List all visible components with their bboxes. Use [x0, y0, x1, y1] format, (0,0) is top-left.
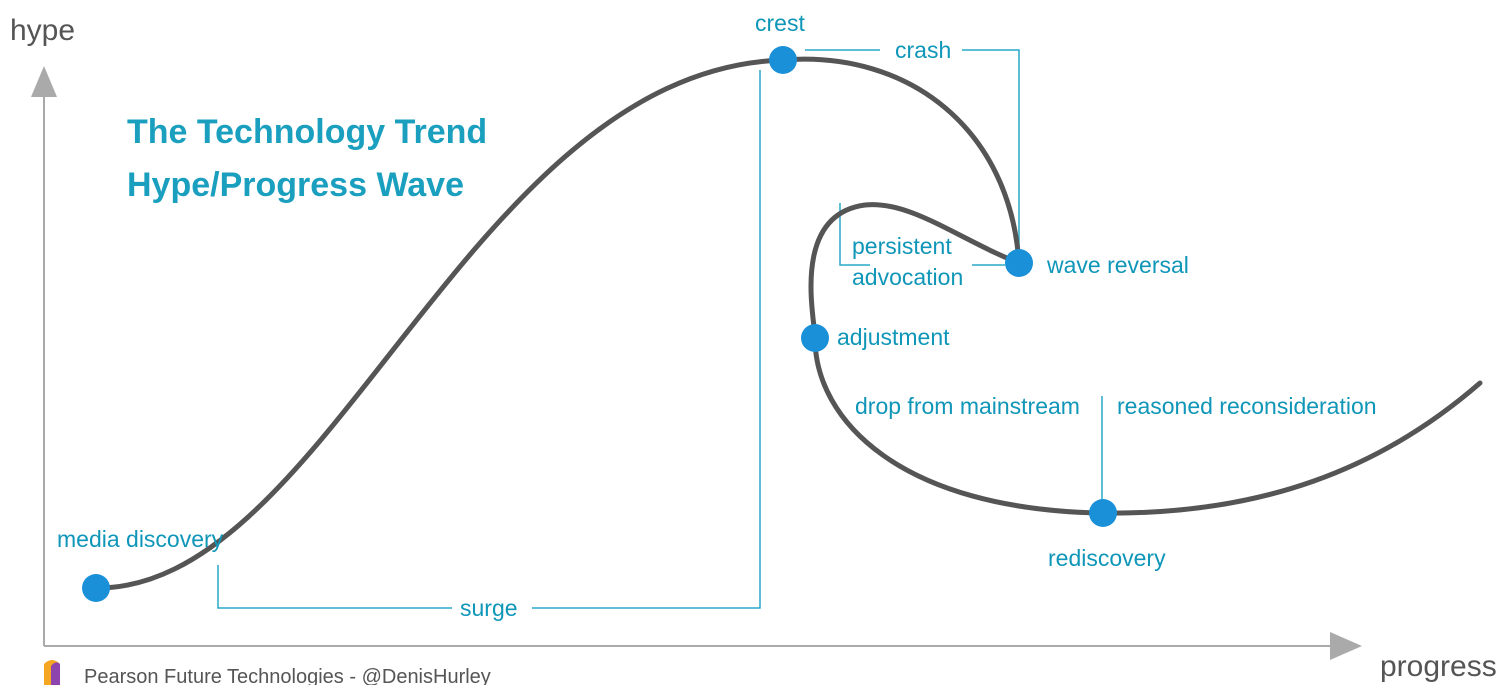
crest-label: crest — [755, 10, 805, 36]
rediscovery-label: rediscovery — [1048, 545, 1166, 571]
y-axis-arrow — [31, 66, 57, 97]
x-axis-label: progress — [1380, 650, 1497, 683]
x-axis-arrow — [1330, 632, 1362, 660]
persistent-bracket — [839, 203, 870, 266]
crash-label: crash — [895, 37, 951, 63]
rediscovery-node — [1089, 499, 1117, 527]
persistent-advocation-label-line2: advocation — [852, 264, 963, 290]
pearson-logo-icon — [44, 660, 60, 685]
media-discovery-label: media discovery — [57, 526, 224, 552]
wave-reversal-node — [1005, 249, 1033, 277]
crest-node — [769, 46, 797, 74]
media-discovery-node — [82, 574, 110, 602]
wave-reversal-label: wave reversal — [1046, 252, 1189, 278]
crash-bracket-right — [962, 49, 1020, 252]
credit-text: Pearson Future Technologies - @DenisHurl… — [84, 666, 491, 685]
surge-bracket-right — [532, 70, 761, 609]
diagram-title-line1: The Technology Trend — [127, 113, 487, 151]
adjustment-label: adjustment — [837, 324, 950, 350]
reasoned-reconsideration-label: reasoned reconsideration — [1117, 393, 1377, 419]
diagram-title-line2: Hype/Progress Wave — [127, 166, 464, 204]
surge-label: surge — [460, 595, 518, 621]
y-axis-label: hype — [10, 14, 75, 47]
persistent-advocation-label-line1: persistent — [852, 233, 952, 259]
drop-from-mainstream-label: drop from mainstream — [855, 393, 1080, 419]
adjustment-node — [801, 324, 829, 352]
surge-bracket-left — [217, 565, 452, 609]
